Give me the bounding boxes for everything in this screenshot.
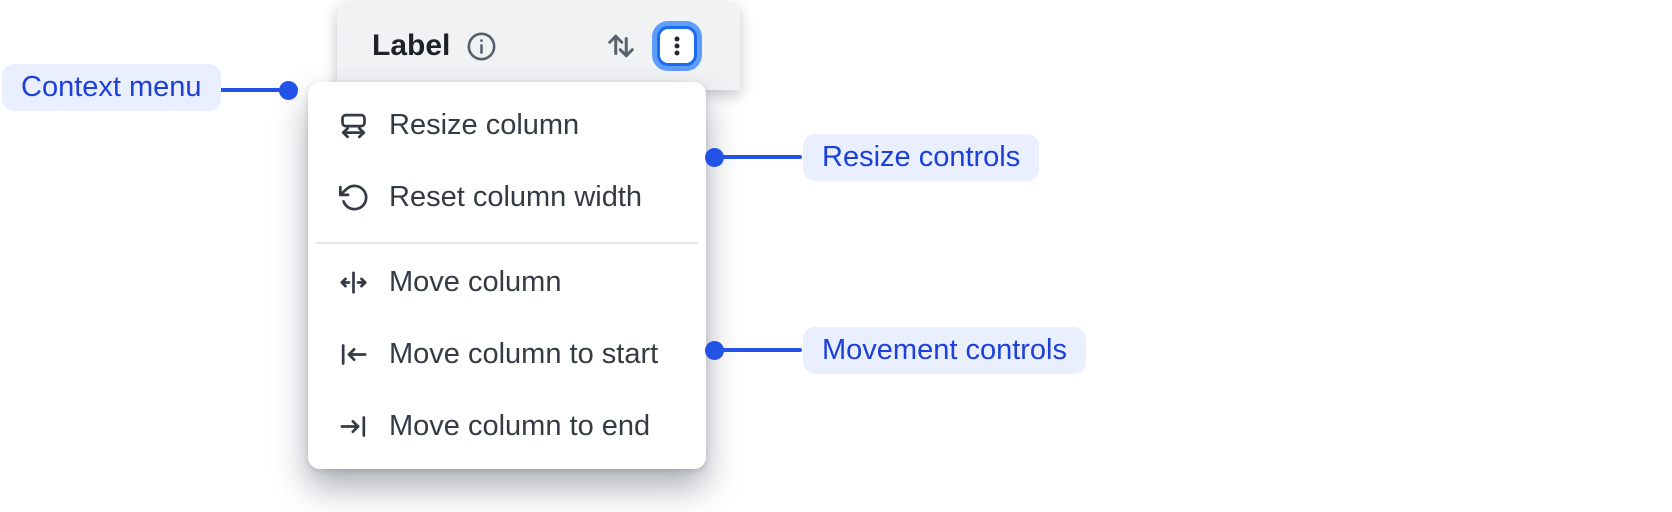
more-options-kebab-icon — [664, 33, 690, 59]
more-options-button[interactable] — [657, 26, 697, 66]
annotation-label: Resize controls — [822, 141, 1021, 173]
annotation-dot — [705, 341, 724, 360]
annotation-connector-line — [712, 348, 802, 352]
annotation-context-menu: Context menu — [2, 64, 221, 111]
menu-item-label: Resize column — [389, 108, 580, 141]
reset-column-width-icon — [338, 182, 369, 213]
menu-item-label: Move column — [389, 265, 562, 298]
menu-item-label: Reset column width — [389, 180, 643, 213]
annotation-movement-controls: Movement controls — [803, 327, 1086, 374]
annotation-label: Context menu — [21, 71, 202, 103]
context-menu: Resize column Reset column width — [308, 82, 706, 469]
annotation-resize-controls: Resize controls — [803, 134, 1040, 181]
menu-item-label: Move column to start — [389, 337, 659, 370]
menu-item-move-column-to-end[interactable]: Move column to end — [308, 402, 706, 450]
annotation-dot — [705, 148, 724, 167]
column-title: Label — [372, 29, 451, 62]
menu-item-resize-column[interactable]: Resize column — [308, 101, 706, 149]
menu-item-move-column[interactable]: Move column — [308, 258, 706, 306]
menu-item-move-column-to-start[interactable]: Move column to start — [308, 330, 706, 378]
menu-divider — [316, 242, 698, 244]
annotation-label: Movement controls — [822, 334, 1067, 366]
menu-item-label: Move column to end — [389, 409, 651, 442]
resize-column-icon — [338, 110, 369, 141]
table-column-header: Label — [337, 2, 740, 90]
move-column-to-start-icon — [338, 339, 369, 370]
sort-arrows-icon[interactable] — [603, 28, 639, 64]
annotation-dot — [279, 81, 298, 100]
info-icon[interactable] — [465, 30, 498, 63]
move-column-icon — [338, 267, 369, 298]
menu-item-reset-column-width[interactable]: Reset column width — [308, 173, 706, 221]
annotation-connector-line — [712, 155, 802, 159]
annotation-connector-line — [199, 88, 289, 92]
move-column-to-end-icon — [338, 411, 369, 442]
